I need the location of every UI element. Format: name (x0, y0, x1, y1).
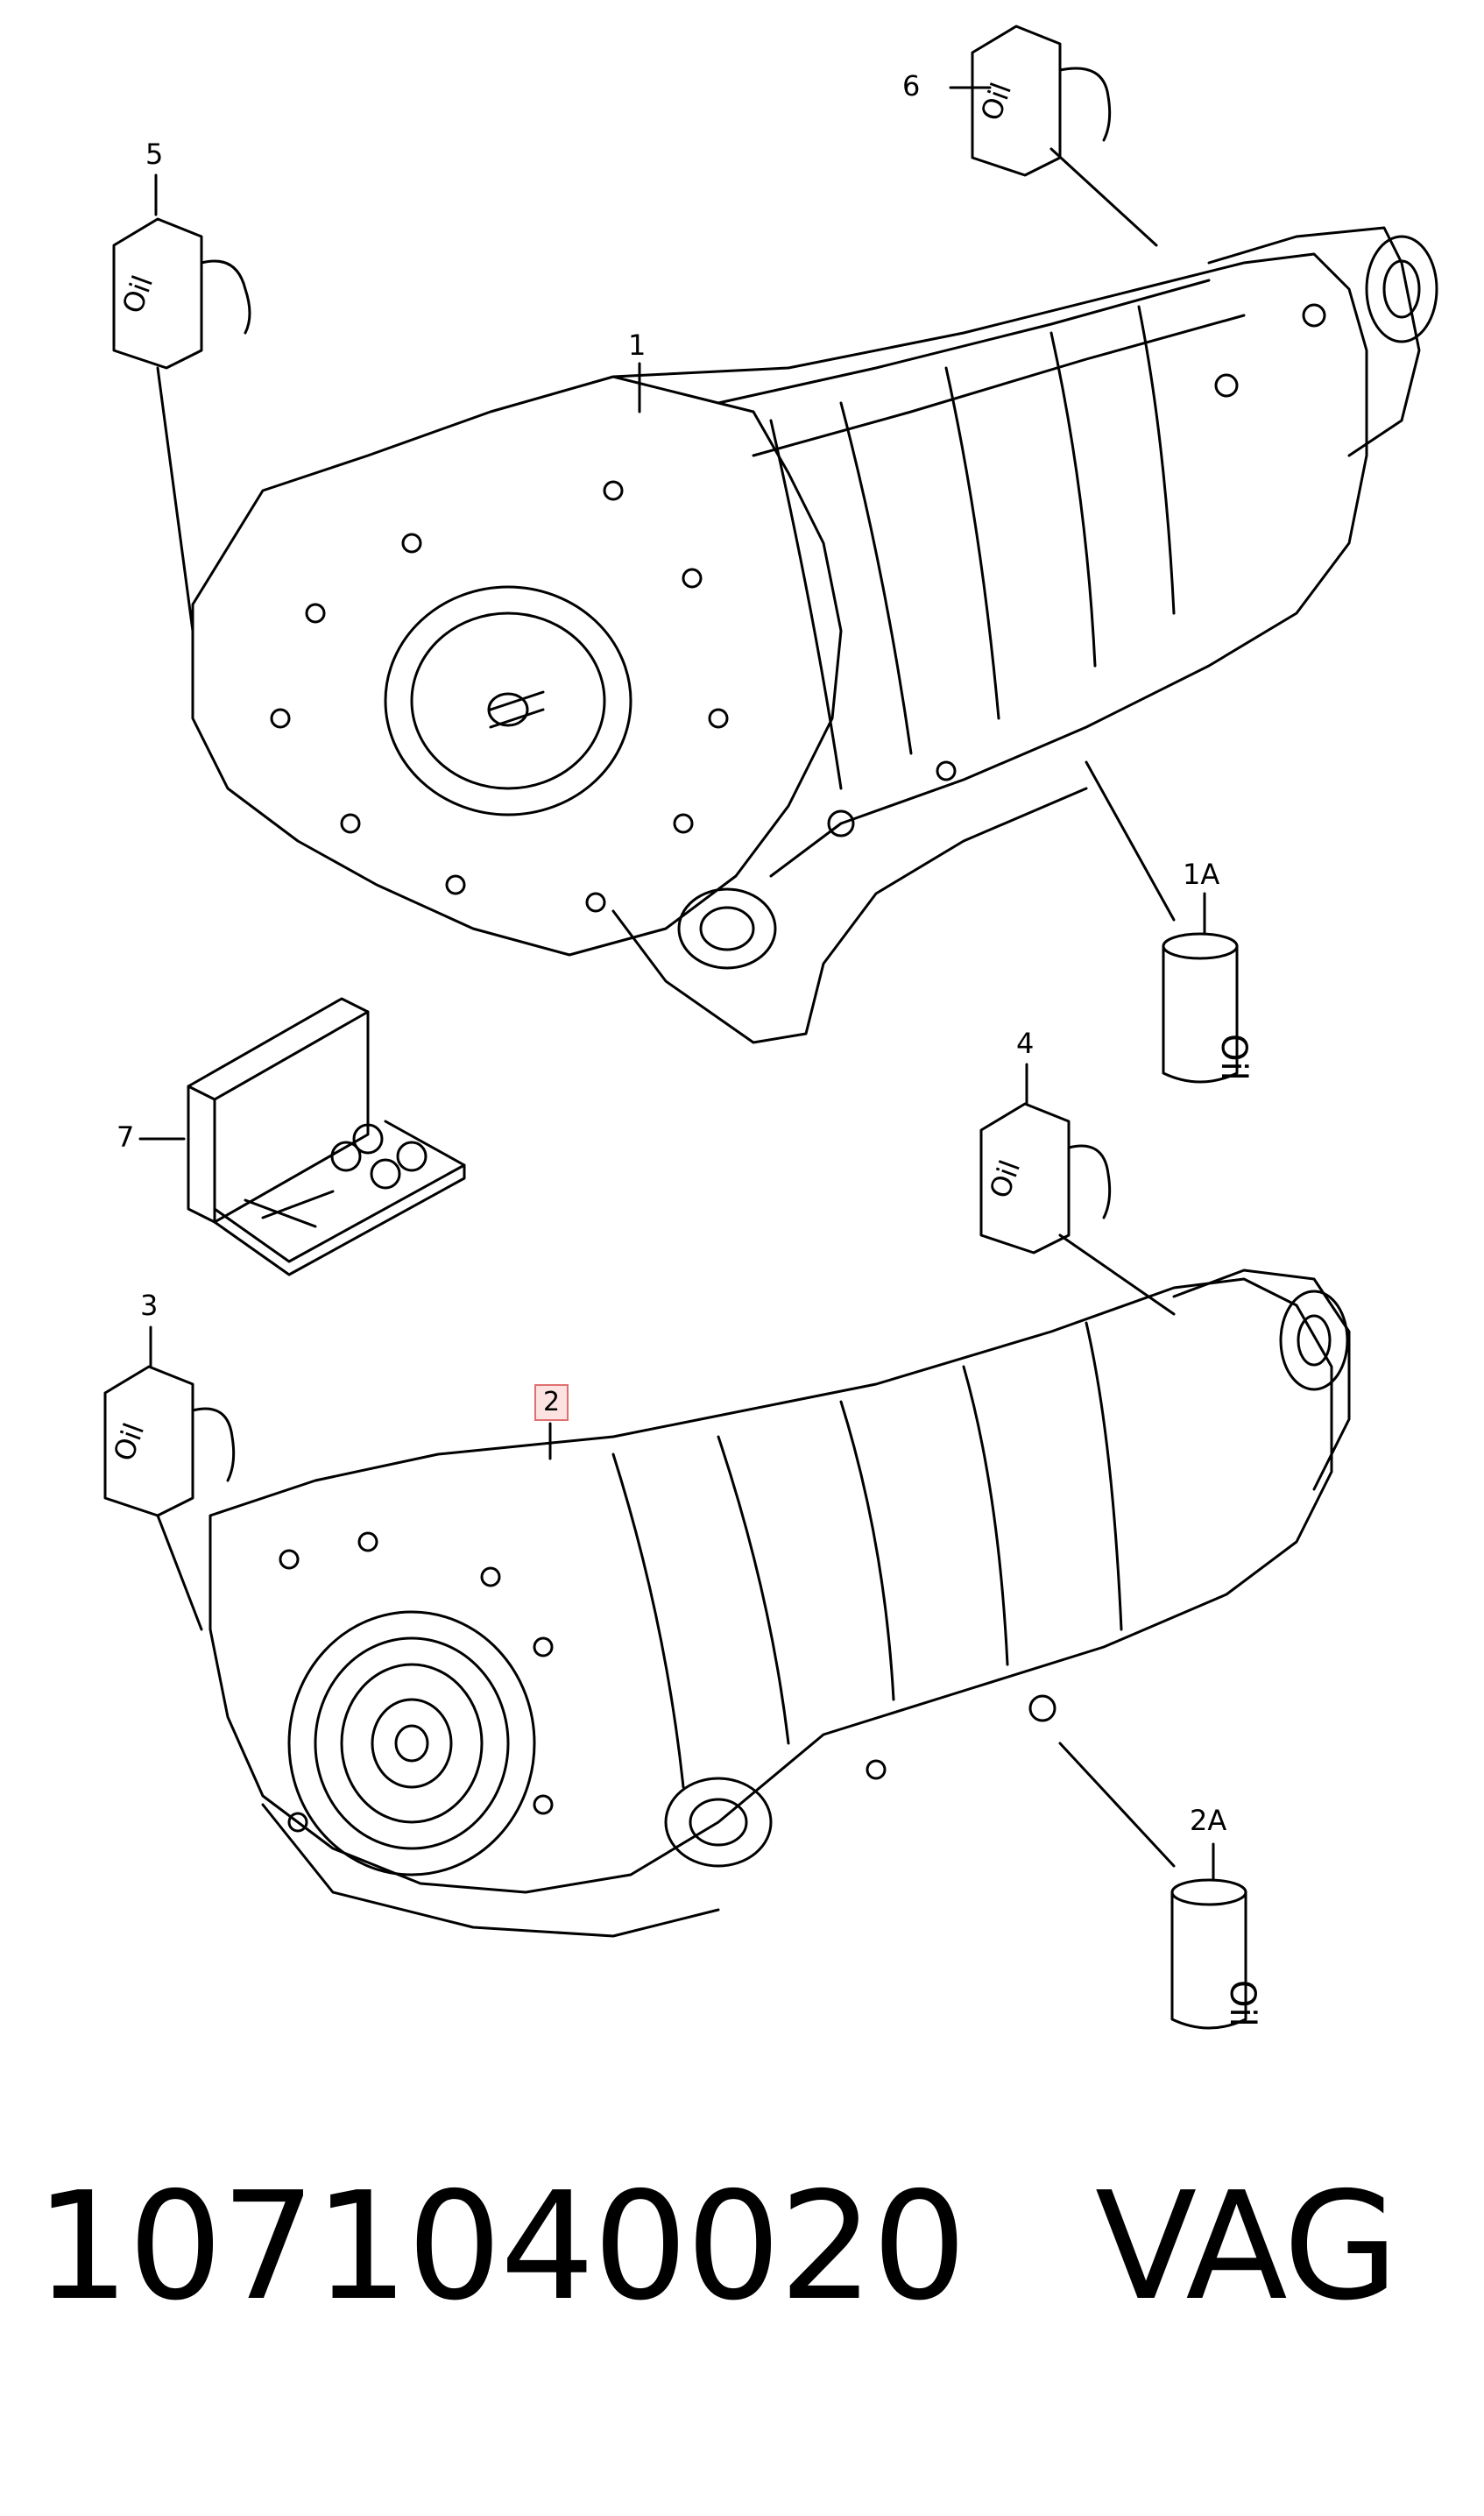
callout-6: 6 (902, 69, 921, 102)
tool-kit-7 (138, 997, 466, 1276)
part-number: 1071040020 (35, 2160, 967, 2334)
svg-text:Oil: Oil (107, 1418, 151, 1465)
transmission-upper (191, 226, 1438, 1044)
oil-can-6: Oil (949, 25, 1158, 247)
callout-2-highlighted[interactable]: 2 (534, 1384, 569, 1421)
svg-text:Oil: Oil (983, 1156, 1027, 1202)
svg-text:Oil: Oil (1213, 1034, 1254, 1081)
svg-text:Oil: Oil (1222, 1980, 1262, 2027)
callout-4: 4 (1016, 1027, 1035, 1060)
brand-label: VAG (1095, 2160, 1398, 2334)
callout-2a: 2A (1190, 1804, 1227, 1837)
oil-can-3: Oil (103, 1325, 236, 1631)
callout-1: 1 (628, 329, 647, 362)
oil-bottle-2a: Oil (1058, 1742, 1262, 2030)
oil-bottle-1a: Oil (1085, 760, 1254, 1084)
callout-3: 3 (140, 1289, 159, 1322)
callout-1a: 1A (1183, 858, 1220, 891)
oil-can-4: Oil (979, 1063, 1176, 1316)
svg-text:Oil: Oil (974, 78, 1018, 124)
callout-7: 7 (117, 1120, 135, 1154)
callout-5: 5 (145, 138, 164, 171)
svg-text:Oil: Oil (116, 271, 159, 317)
oil-can-5: Oil (112, 173, 251, 633)
transmission-lower (208, 1269, 1351, 1938)
